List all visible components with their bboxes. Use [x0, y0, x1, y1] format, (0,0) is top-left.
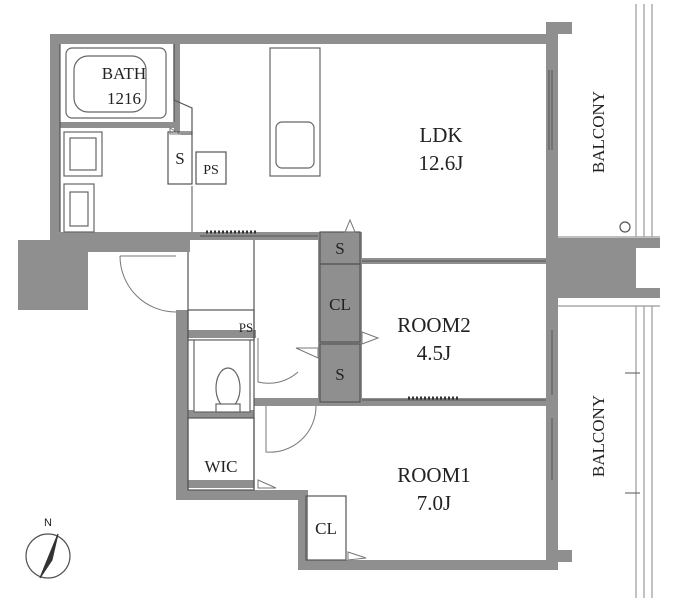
- s-top-label: S: [335, 239, 344, 258]
- s-mid-label: S: [335, 365, 344, 384]
- cl-lower-label: CL: [315, 519, 337, 538]
- compass: N: [25, 517, 71, 579]
- balcony-lower-label: BALCONY: [589, 395, 608, 477]
- ps-bath-label: PS: [203, 163, 219, 178]
- toilet: [193, 339, 251, 413]
- balcony-upper-label: BALCONY: [589, 91, 608, 173]
- s-bath-label: S: [175, 149, 184, 168]
- bath-size: 1216: [107, 89, 141, 108]
- room2-label: ROOM2: [397, 313, 471, 337]
- doors: [119, 127, 380, 561]
- sliding-doors: [191, 70, 553, 480]
- balcony-railing-lower: [558, 295, 660, 598]
- laundry-space: [63, 183, 95, 233]
- ps-hall-label: PS: [239, 320, 253, 335]
- room-interiors: [60, 44, 546, 560]
- room1-label: ROOM1: [397, 463, 471, 487]
- cl-upper-label: CL: [329, 295, 351, 314]
- room1-size: 7.0J: [417, 491, 451, 515]
- balcony-railing-upper: [558, 4, 660, 247]
- kitchen-counter: [269, 47, 321, 177]
- thin-partitions: [59, 44, 361, 561]
- washbasin: [63, 131, 103, 177]
- ldk-size: 12.6J: [419, 151, 464, 175]
- bath-label: BATH: [102, 64, 146, 83]
- compass-north-label: N: [44, 517, 52, 529]
- bathtub: [65, 47, 167, 119]
- room2-size: 4.5J: [417, 341, 451, 365]
- ldk-label: LDK: [419, 123, 462, 147]
- wic-label: WIC: [204, 457, 237, 476]
